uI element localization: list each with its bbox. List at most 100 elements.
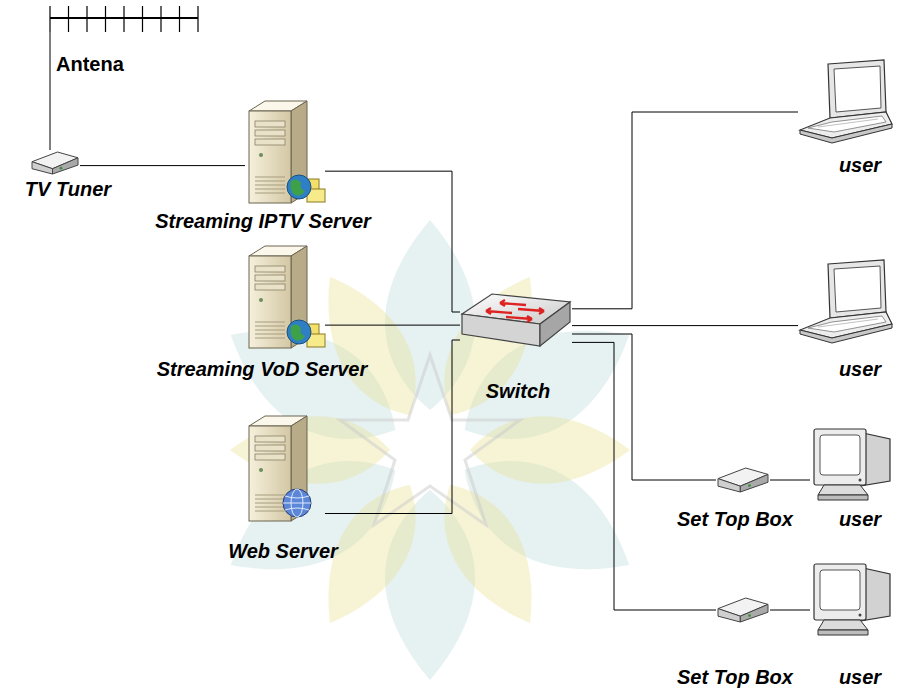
vod-server: Streaming VoD Server — [245, 240, 325, 352]
icon-part — [283, 489, 311, 517]
icon-part — [506, 316, 532, 322]
device-label: user — [839, 666, 881, 688]
icon-part — [255, 338, 285, 339]
icon-part — [820, 435, 860, 475]
monitor-user: user — [810, 560, 894, 638]
set-top-box: Set Top Box — [716, 596, 770, 624]
cable-line — [325, 325, 460, 326]
icon-part — [255, 495, 285, 496]
network-cable — [770, 610, 810, 611]
device-icon — [46, 6, 202, 32]
icon-part — [179, 6, 180, 32]
cable-line — [50, 32, 51, 150]
icon-part — [255, 189, 285, 190]
device-icon — [245, 95, 325, 207]
device-label: TV Tuner — [25, 178, 111, 200]
icon-part — [255, 445, 285, 451]
icon-part — [486, 308, 512, 314]
icon-part — [859, 614, 862, 617]
device-label: user — [839, 508, 881, 530]
monitor-user: user — [810, 425, 894, 503]
icon-part — [828, 260, 886, 318]
cable-line — [80, 165, 245, 166]
cable-line — [572, 334, 716, 480]
icon-part — [255, 275, 285, 281]
icon-part — [818, 620, 868, 630]
icon-part — [818, 495, 868, 500]
cable-line — [325, 171, 460, 312]
icon-part — [255, 185, 285, 186]
device-label: Set Top Box — [677, 666, 793, 688]
device-icon — [716, 596, 770, 624]
icon-part — [49, 6, 50, 32]
icon-part — [255, 334, 285, 335]
icon-part — [255, 266, 285, 272]
icon-part — [197, 6, 198, 32]
device-label: Streaming VoD Server — [157, 358, 367, 380]
icon-part — [255, 499, 285, 500]
icon-part — [748, 484, 751, 487]
icon-part — [540, 302, 570, 346]
icon-part — [718, 479, 740, 492]
icon-part — [255, 284, 285, 290]
icon-part — [500, 300, 526, 306]
icon-part — [68, 6, 69, 32]
network-cable — [80, 165, 245, 166]
icon-part — [259, 153, 263, 157]
icon-part — [255, 330, 285, 331]
network-cable — [325, 325, 460, 326]
cable-line — [770, 610, 810, 611]
device-label: Streaming IPTV Server — [155, 210, 371, 232]
device-icon — [810, 425, 894, 503]
icon-part — [818, 119, 878, 127]
device-icon — [245, 240, 325, 352]
icon-part — [255, 181, 285, 182]
icon-part — [800, 324, 892, 343]
icon-part — [291, 324, 306, 340]
laptop-user: user — [798, 58, 893, 146]
icon-part — [287, 320, 311, 344]
icon-part — [834, 266, 881, 312]
icon-part — [249, 256, 291, 348]
icon-part — [283, 503, 311, 504]
icon-part — [470, 416, 630, 484]
laptop-user: user — [798, 258, 893, 346]
device-label: Switch — [486, 380, 550, 402]
icon-part — [255, 139, 285, 145]
icon-part — [86, 6, 87, 32]
device-label: Antena — [56, 53, 124, 75]
network-switch: Switch — [460, 292, 572, 348]
icon-part — [301, 260, 439, 432]
device-icon — [810, 560, 894, 638]
network-cable — [50, 32, 51, 150]
icon-part — [287, 175, 311, 199]
device-icon — [30, 150, 80, 176]
icon-part — [740, 604, 768, 622]
icon-part — [814, 564, 866, 620]
icon-part — [518, 308, 544, 314]
icon-part — [142, 6, 143, 32]
device-icon — [245, 410, 325, 525]
icon-part — [255, 121, 285, 127]
cable-line — [572, 112, 798, 309]
network-cable — [572, 342, 716, 610]
icon-part — [32, 162, 53, 174]
icon-part — [255, 503, 285, 504]
icon-part — [160, 6, 161, 32]
icon-part — [828, 60, 886, 118]
device-icon — [798, 58, 893, 146]
icon-part — [285, 496, 309, 510]
network-cable — [572, 334, 716, 480]
cable-line — [572, 325, 798, 326]
device-icon — [716, 466, 770, 494]
device-label: user — [839, 358, 881, 380]
cable-line — [770, 480, 810, 481]
icon-part — [834, 66, 881, 112]
icon-part — [718, 609, 740, 622]
icon-part — [259, 298, 263, 302]
icon-part — [255, 322, 285, 323]
icon-part — [255, 130, 285, 136]
antenna-icon: Antena — [46, 6, 202, 32]
